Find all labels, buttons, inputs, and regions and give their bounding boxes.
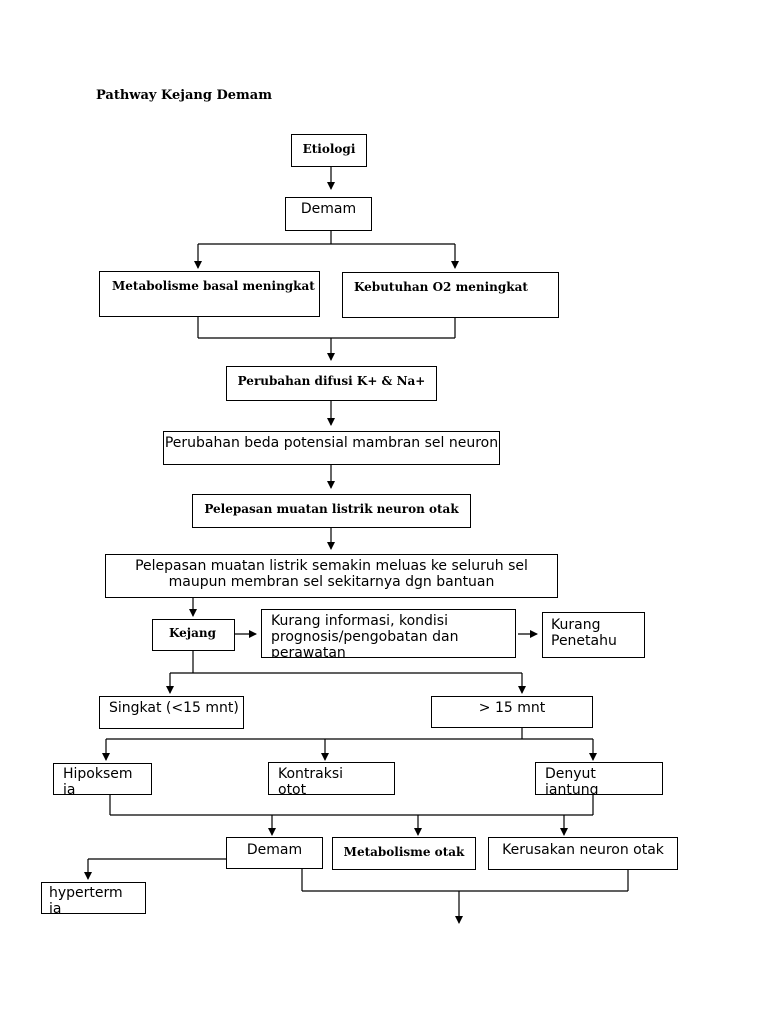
node-metabolisme-basal: Metabolisme basal meningkat bbox=[99, 271, 320, 317]
node-kontraksi: Kontraksi otot bbox=[268, 762, 395, 795]
node-singkat: Singkat (<15 mnt) bbox=[99, 696, 244, 729]
node-kejang-label: Kejang bbox=[169, 626, 217, 640]
node-perubahan-beda-label: Perubahan beda potensial mambran sel neu… bbox=[164, 435, 499, 451]
node-denyut: Denyut jantung bbox=[535, 762, 663, 795]
node-kurang-informasi-label: Kurang informasi, kondisi prognosis/peng… bbox=[271, 613, 459, 658]
node-perubahan-difusi: Perubahan difusi K+ & Na+ bbox=[226, 366, 437, 401]
node-kerusakan-label: Kerusakan neuron otak bbox=[502, 842, 664, 858]
diagram-title: Pathway Kejang Demam bbox=[96, 88, 272, 103]
node-etiologi-label: Etiologi bbox=[302, 142, 356, 156]
node-kebutuhan-o2-label: Kebutuhan O2 meningkat bbox=[354, 280, 528, 294]
node-kontraksi-label: Kontraksi otot bbox=[278, 766, 344, 795]
node-singkat-label: Singkat (<15 mnt) bbox=[109, 700, 239, 716]
node-hipoksemia: Hipoksem ia bbox=[53, 763, 152, 795]
node-hypertermia: hyperterm ia bbox=[41, 882, 146, 914]
node-pelepasan-neuron: Pelepasan muatan listrik neuron otak bbox=[192, 494, 471, 528]
node-demam-2-label: Demam bbox=[246, 842, 303, 858]
node-lebih15-label: > 15 mnt bbox=[478, 700, 546, 716]
node-pelepasan-neuron-label: Pelepasan muatan listrik neuron otak bbox=[204, 502, 459, 516]
node-kejang: Kejang bbox=[152, 619, 235, 651]
node-demam-2: Demam bbox=[226, 837, 323, 869]
node-kurang-penetahu-label: Kurang Penetahu bbox=[551, 617, 617, 649]
node-metabolisme-otak-label: Metabolisme otak bbox=[343, 845, 465, 859]
node-metabolisme-basal-label: Metabolisme basal meningkat bbox=[112, 279, 315, 293]
node-lebih15: > 15 mnt bbox=[431, 696, 593, 728]
node-metabolisme-otak: Metabolisme otak bbox=[332, 837, 476, 870]
node-pelepasan-meluas-label: Pelepasan muatan listrik semakin meluas … bbox=[135, 558, 528, 590]
node-perubahan-beda: Perubahan beda potensial mambran sel neu… bbox=[163, 431, 500, 465]
node-pelepasan-meluas: Pelepasan muatan listrik semakin meluas … bbox=[105, 554, 558, 598]
node-hypertermia-label: hyperterm ia bbox=[49, 885, 123, 914]
node-etiologi: Etiologi bbox=[291, 134, 367, 167]
node-kerusakan: Kerusakan neuron otak bbox=[488, 837, 678, 870]
node-kurang-informasi: Kurang informasi, kondisi prognosis/peng… bbox=[261, 609, 516, 658]
node-demam-label: Demam bbox=[300, 201, 357, 217]
node-demam: Demam bbox=[285, 197, 372, 231]
node-perubahan-difusi-label: Perubahan difusi K+ & Na+ bbox=[237, 374, 426, 388]
node-kurang-penetahu: Kurang Penetahu bbox=[542, 612, 645, 658]
node-kebutuhan-o2: Kebutuhan O2 meningkat bbox=[342, 272, 559, 318]
node-hipoksemia-label: Hipoksem ia bbox=[63, 766, 133, 795]
node-denyut-label: Denyut jantung bbox=[545, 766, 599, 795]
